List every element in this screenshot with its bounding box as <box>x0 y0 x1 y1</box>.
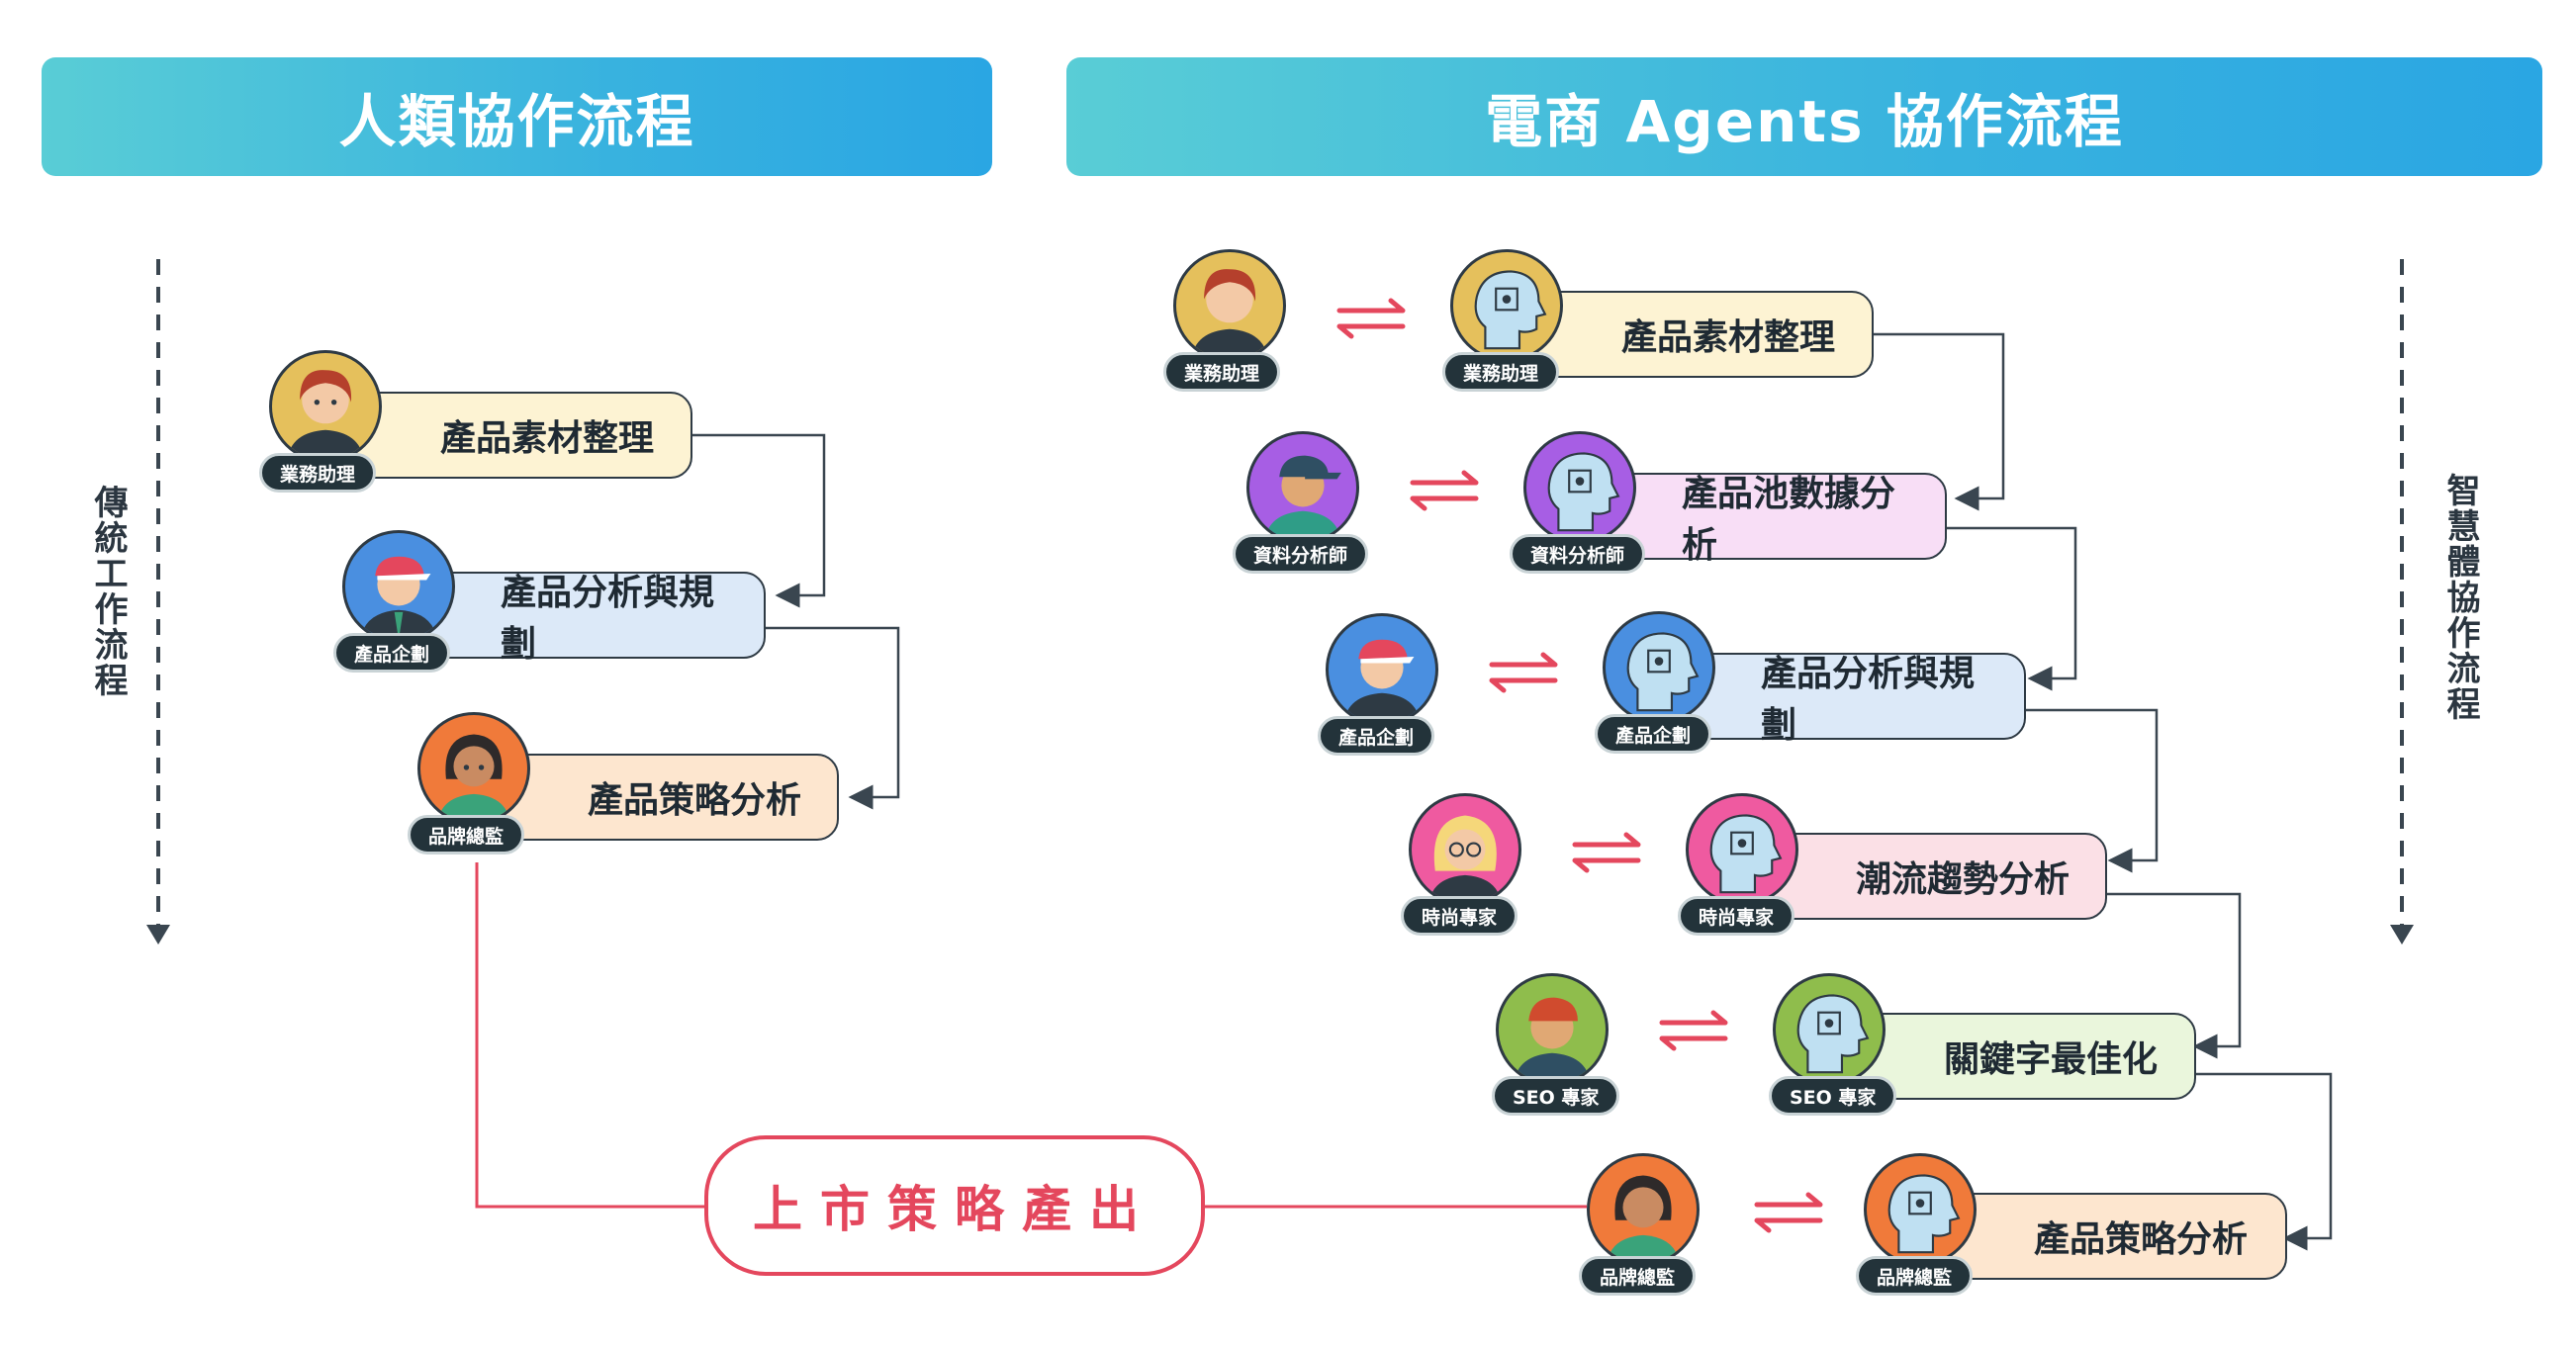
agent-connector-4 <box>2101 892 2242 1059</box>
human-output-line <box>475 862 704 1209</box>
agent-task-1: 產品素材整理 <box>1620 317 1835 358</box>
agent-flow-header: 電商 Agents 協作流程 <box>1066 57 2542 176</box>
role-badge: 品牌總監 <box>408 815 525 855</box>
ai-brain-icon <box>1864 1153 1977 1266</box>
role-badge: 資料分析師 <box>1510 534 1646 574</box>
role-badge: 資料分析師 <box>1233 534 1369 574</box>
agent-flow-title: 電商 Agents 協作流程 <box>1485 88 2124 155</box>
role-badge: 時尚專家 <box>1678 896 1795 936</box>
agent-connector-3 <box>2018 708 2159 873</box>
bidirectional-arrow-icon <box>1659 1010 1728 1051</box>
right-timeline-arrow-icon <box>2390 925 2414 945</box>
role-badge: 業務助理 <box>1442 352 1560 392</box>
bidirectional-arrow-icon <box>1754 1192 1823 1233</box>
person-avatar-icon <box>1173 249 1286 362</box>
traditional-flow-label: 傳統工作流程 <box>88 485 128 698</box>
bidirectional-arrow-icon <box>1572 832 1641 873</box>
ai-brain-icon <box>1450 249 1563 362</box>
agent-connector-2 <box>1944 526 2077 691</box>
agent-flow-label: 智慧體協作流程 <box>2440 473 2480 722</box>
bidirectional-arrow-icon <box>1489 652 1558 693</box>
left-timeline-arrow-icon <box>146 925 170 945</box>
human-task-1: 產品素材整理 <box>439 418 654 459</box>
human-connector-1 <box>690 433 826 608</box>
human-flow-header: 人類協作流程 <box>42 57 992 176</box>
ai-brain-icon <box>1773 973 1886 1086</box>
role-badge: 產品企劃 <box>1595 714 1712 754</box>
agent-task-3: 產品分析與規劃 <box>1761 654 1976 746</box>
agent-task-2: 產品池數據分析 <box>1682 474 1896 566</box>
person-avatar-icon <box>1246 431 1359 544</box>
person-avatar-icon <box>1409 793 1521 906</box>
person-avatar-icon <box>417 712 530 825</box>
agent-connector-1 <box>1870 332 2005 511</box>
person-avatar-icon <box>1587 1153 1700 1266</box>
launch-strategy-output: 上市策略產出 <box>704 1135 1205 1276</box>
human-flow-title: 人類協作流程 <box>338 88 695 155</box>
agent-task-6: 產品策略分析 <box>2033 1219 2248 1260</box>
role-badge: 品牌總監 <box>1579 1256 1697 1296</box>
role-badge: SEO 專家 <box>1492 1076 1620 1116</box>
ai-brain-icon <box>1603 611 1715 724</box>
ai-brain-icon <box>1686 793 1798 906</box>
human-task-3: 產品策略分析 <box>587 780 801 821</box>
role-badge: 品牌總監 <box>1856 1256 1974 1296</box>
role-badge: 業務助理 <box>259 453 377 493</box>
bidirectional-arrow-icon <box>1410 470 1479 511</box>
person-avatar-icon <box>1496 973 1609 1086</box>
human-card-1: 產品素材整理 <box>317 392 692 479</box>
role-badge: 產品企劃 <box>333 633 451 673</box>
agent-task-4: 潮流趨勢分析 <box>1855 859 2070 900</box>
agent-task-5: 關鍵字最佳化 <box>1943 1039 2158 1080</box>
role-badge: 產品企劃 <box>1318 716 1435 756</box>
role-badge: 業務助理 <box>1163 352 1281 392</box>
output-label: 上市策略產出 <box>753 1181 1156 1238</box>
person-avatar-icon <box>1326 613 1438 726</box>
person-avatar-icon <box>342 530 455 643</box>
person-avatar-icon <box>269 350 382 463</box>
bidirectional-arrow-icon <box>1336 298 1406 339</box>
human-connector-2 <box>764 626 900 810</box>
role-badge: 時尚專家 <box>1401 896 1518 936</box>
agent-connector-5 <box>2192 1072 2333 1251</box>
ai-brain-icon <box>1523 431 1636 544</box>
human-task-2: 產品分析與規劃 <box>501 573 715 665</box>
role-badge: SEO 專家 <box>1769 1076 1897 1116</box>
